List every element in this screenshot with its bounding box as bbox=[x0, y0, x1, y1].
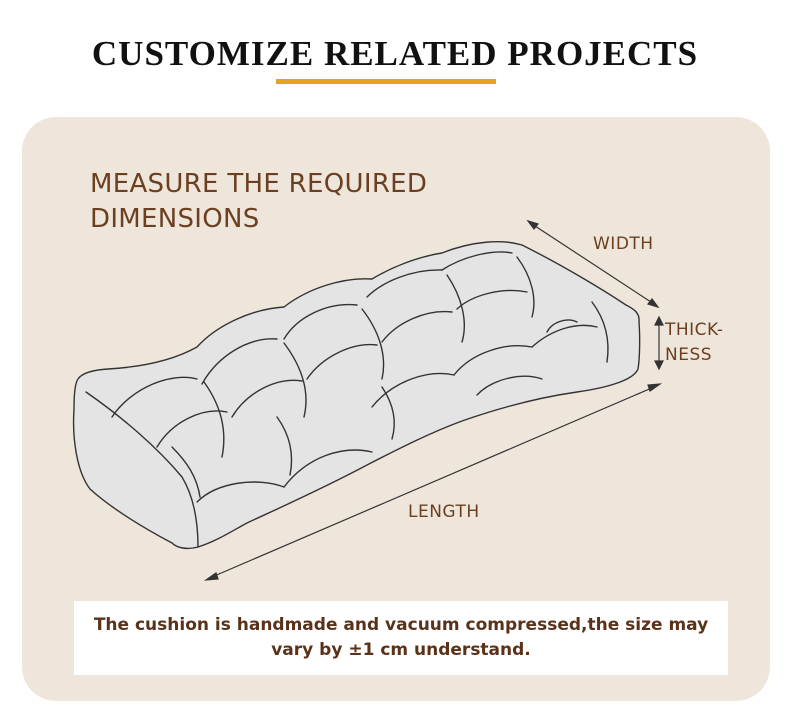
thickness-label: THICK- NESS bbox=[665, 318, 724, 368]
double-arrow-icon bbox=[526, 219, 660, 309]
double-arrow-icon bbox=[203, 383, 663, 581]
thickness-label-line1: THICK- bbox=[665, 320, 724, 340]
thickness-label-line2: NESS bbox=[665, 345, 713, 365]
title-underline bbox=[276, 79, 496, 84]
page-title: CUSTOMIZE RELATED PROJECTS bbox=[91, 34, 699, 73]
note-text: The cushion is handmade and vacuum compr… bbox=[93, 615, 709, 660]
note-box: The cushion is handmade and vacuum compr… bbox=[74, 601, 728, 675]
measure-title: MEASURE THE REQUIRED DIMENSIONS bbox=[90, 169, 428, 234]
cushion-diagram bbox=[72, 219, 664, 581]
double-arrow-icon bbox=[654, 315, 664, 371]
length-label: LENGTH bbox=[408, 502, 480, 522]
measure-card: MEASURE THE REQUIRED DIMENSIONS bbox=[22, 117, 770, 701]
cushion-illustration bbox=[72, 241, 641, 550]
width-label: WIDTH bbox=[593, 234, 654, 254]
